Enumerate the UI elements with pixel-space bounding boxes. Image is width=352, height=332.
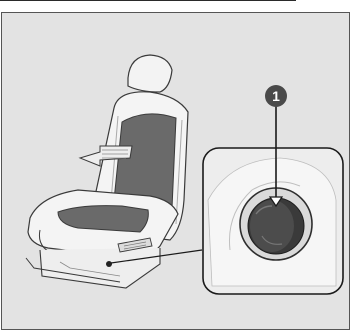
callout-marker-icon: 1 — [265, 85, 287, 107]
switch-location-dot — [106, 261, 112, 267]
detail-inset — [203, 148, 343, 294]
callout-number: 1 — [272, 88, 280, 104]
seat-base — [26, 248, 160, 288]
